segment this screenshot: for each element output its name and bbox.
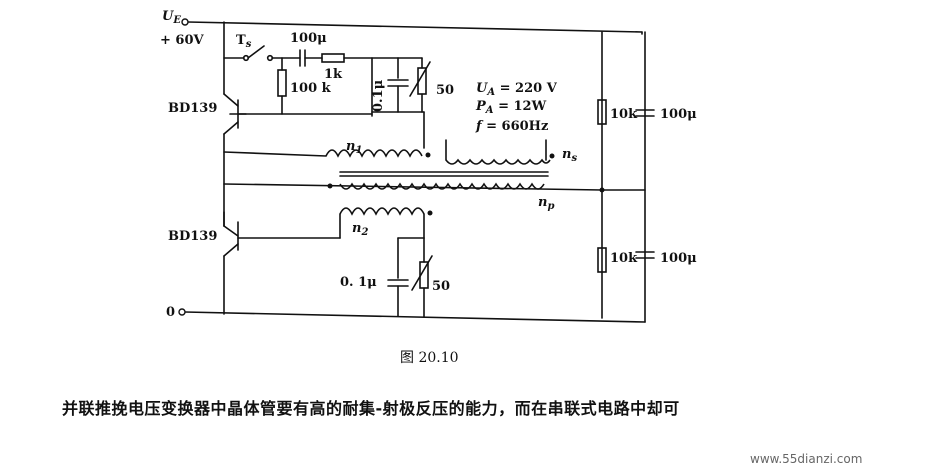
winding-ns-label: ns	[562, 147, 577, 164]
cap-right-upper-label: 100μ	[660, 107, 697, 122]
watermark: www.55dianzi.com	[750, 452, 863, 466]
cap-right-lower-label: 100μ	[660, 251, 697, 266]
pot-upper-label: 50	[436, 83, 454, 98]
cap-upper-tank-label: 0.1μ	[371, 79, 386, 112]
supply-terminal	[181, 18, 189, 26]
winding-n2-label: n2	[352, 221, 368, 238]
cap-lower-tank-label: 0. 1μ	[340, 275, 377, 290]
supply-value: + 60V	[160, 33, 205, 48]
bottom-rail	[184, 311, 646, 323]
transistor-upper-label: BD139	[168, 101, 217, 116]
spec-ua: UA = 220 V	[476, 81, 558, 98]
switch-label: Ts	[236, 33, 252, 50]
ground-label: 0	[166, 305, 175, 320]
ground-terminal	[178, 308, 186, 316]
res-right-upper-label: 10k	[610, 107, 638, 122]
res-top-label: 1k	[324, 67, 343, 82]
body-text: 并联推挽电压变换器中晶体管要有高的耐集-射极反压的能力，而在串联式电路中却可	[62, 399, 680, 418]
figure-caption: 图 20.10	[400, 350, 459, 366]
pot-lower-label: 50	[432, 279, 450, 294]
spec-pa: PA = 12W	[475, 99, 547, 116]
top-rail	[187, 21, 643, 33]
res-right-lower-label: 10k	[610, 251, 638, 266]
winding-ns-coil	[445, 158, 551, 165]
winding-n1-label: n1	[346, 139, 362, 156]
spec-f: f = 660Hz	[475, 119, 548, 134]
cap-top-label: 100μ	[290, 31, 327, 46]
winding-np-coil	[339, 182, 545, 190]
winding-n1-coil	[325, 149, 423, 158]
res-base-label: 100 k	[290, 81, 332, 96]
transistor-lower-label: BD139	[168, 229, 217, 244]
supply-label: UE	[162, 9, 181, 26]
winding-n2-coil	[339, 207, 425, 216]
winding-np-label: np	[538, 195, 554, 212]
